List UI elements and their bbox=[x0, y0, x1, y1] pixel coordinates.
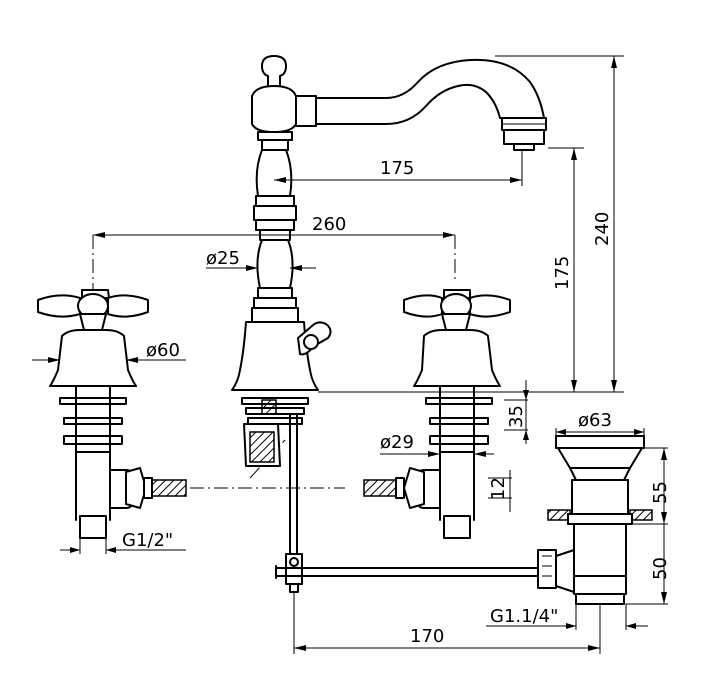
dim-waste-thread: G1.1/4" bbox=[490, 606, 558, 627]
dim-rod-length: 170 bbox=[410, 626, 444, 647]
dim-connector-height: 12 bbox=[488, 477, 509, 500]
left-handle bbox=[37, 289, 187, 539]
dimension-labels: 175 260 ø25 ø60 ø29 ø63 G1/2" G1.1/4" 17… bbox=[122, 158, 671, 647]
dim-waste-lower-height: 50 bbox=[650, 557, 671, 580]
dim-waste-flange-diameter: ø63 bbox=[578, 410, 612, 431]
dimension-lines bbox=[32, 55, 668, 654]
dim-tap-spacing: 260 bbox=[312, 214, 346, 235]
dim-waste-upper-height: 55 bbox=[650, 481, 671, 504]
dim-spout-diameter: ø25 bbox=[206, 248, 240, 269]
dim-deck-thickness: 35 bbox=[506, 405, 527, 428]
spout-body bbox=[231, 55, 547, 391]
dim-total-height: 240 bbox=[592, 212, 613, 246]
popup-waste bbox=[537, 435, 653, 605]
dim-handle-base-diameter: ø60 bbox=[146, 340, 180, 361]
dim-shank-diameter: ø29 bbox=[380, 432, 414, 453]
dim-spout-reach: 175 bbox=[380, 158, 414, 179]
dim-spout-height: 175 bbox=[552, 256, 573, 290]
dim-tap-thread: G1/2" bbox=[122, 530, 173, 551]
right-handle bbox=[363, 289, 511, 539]
